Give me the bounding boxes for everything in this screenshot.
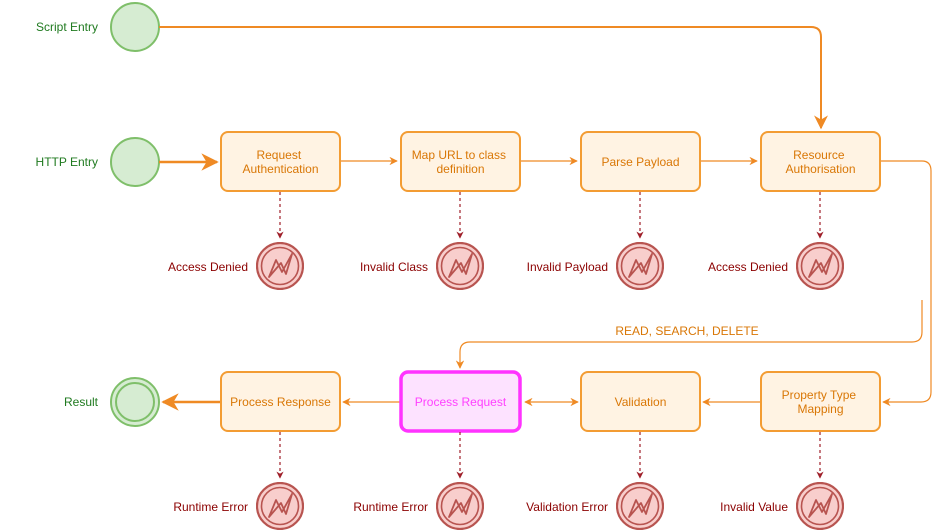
task-parse-payload[interactable]: Parse Payload	[580, 131, 701, 192]
script-entry-label: Script Entry	[36, 20, 98, 34]
error-event-icon	[796, 242, 844, 290]
svg-text:Property Type Mapping: Property Type Mapping	[782, 388, 860, 416]
task-process-response[interactable]: Process Response	[220, 371, 341, 432]
result-end-event[interactable]	[110, 377, 160, 427]
error-invalid-value-label: Invalid Value	[720, 500, 788, 514]
http-entry-start-event[interactable]	[110, 137, 160, 187]
http-entry-label: HTTP Entry	[36, 155, 98, 169]
task-process-request-line1: Process Request	[415, 395, 507, 409]
error-runtime-error-1-label: Runtime Error	[173, 500, 248, 514]
error-access-denied-2-label: Access Denied	[708, 260, 788, 274]
svg-text:Parse Payload: Parse Payload	[601, 155, 679, 169]
error-invalid-class-label: Invalid Class	[360, 260, 428, 274]
task-parse-payload-line1: Parse Payload	[601, 155, 679, 169]
task-map-url-line1: Map URL to class	[412, 148, 506, 162]
task-map-url-line2: definition	[436, 162, 484, 176]
read-search-delete-label: READ, SEARCH, DELETE	[615, 324, 758, 338]
flow-resource-auth-to-property-mapping	[880, 160, 932, 407]
error-event-icon	[616, 482, 664, 530]
task-request-authentication-line1: Request	[256, 148, 301, 162]
task-request-authentication-line2: Authentication	[242, 162, 318, 176]
error-event-icon	[796, 482, 844, 530]
task-map-url[interactable]: Map URL to class definition	[400, 131, 521, 192]
result-label: Result	[64, 395, 99, 409]
error-event-icon	[256, 242, 304, 290]
task-resource-authorisation-line2: Authorisation	[785, 162, 855, 176]
task-resource-authorisation[interactable]: Resource Authorisation	[760, 131, 881, 192]
error-event-icon	[256, 482, 304, 530]
svg-text:Request Authentication: Request Authentication	[242, 148, 318, 176]
task-property-type-mapping-line1: Property Type	[782, 388, 857, 402]
svg-text:Map URL to class definit: Map URL to class definition	[412, 148, 510, 176]
error-validation-error-label: Validation Error	[526, 500, 608, 514]
task-property-type-mapping[interactable]: Property Type Mapping	[760, 371, 881, 432]
flow-script-to-resource-auth	[159, 26, 828, 130]
svg-text:Validation: Validation	[615, 395, 667, 409]
task-process-response-line1: Process Response	[230, 395, 331, 409]
svg-text:Resource Authorisation: Resource Authorisation	[785, 148, 855, 176]
task-property-type-mapping-line2: Mapping	[797, 402, 843, 416]
task-validation[interactable]: Validation	[580, 371, 701, 432]
script-entry-start-event[interactable]	[110, 2, 160, 52]
error-access-denied-1-label: Access Denied	[168, 260, 248, 274]
flow-read-search-delete	[455, 300, 923, 369]
task-request-authentication[interactable]: Request Authentication	[220, 131, 341, 192]
error-invalid-payload-label: Invalid Payload	[527, 260, 608, 274]
error-event-icon	[436, 242, 484, 290]
task-resource-authorisation-line1: Resource	[793, 148, 845, 162]
svg-text:Process Request: Process Request	[415, 395, 507, 409]
task-validation-line1: Validation	[615, 395, 667, 409]
error-event-icon	[436, 482, 484, 530]
task-process-request[interactable]: Process Request	[399, 370, 522, 433]
error-event-icon	[616, 242, 664, 290]
error-runtime-error-2-label: Runtime Error	[353, 500, 428, 514]
svg-text:Process Response: Process Response	[230, 395, 331, 409]
